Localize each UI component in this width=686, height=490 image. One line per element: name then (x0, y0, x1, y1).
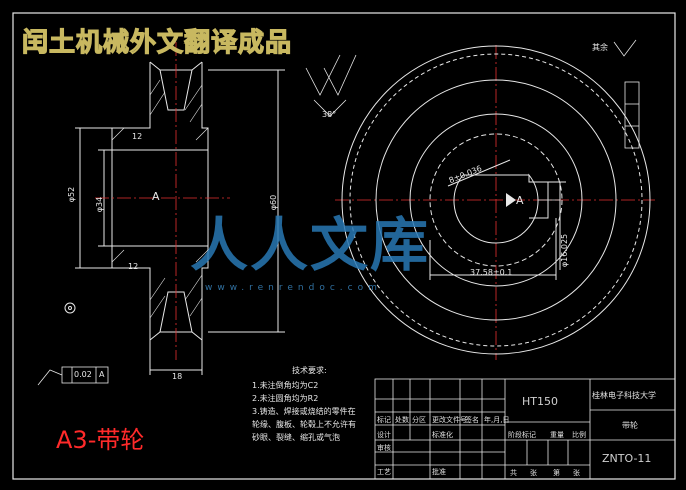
note-item-1: 1.未注倒角均为C2 (252, 381, 319, 390)
dim-d34: φ34 (95, 196, 105, 213)
title-block-grid (374, 378, 676, 480)
row-label-zone: 分区 (412, 416, 426, 424)
material: HT150 (522, 395, 558, 408)
drawing-number: ZNTO-11 (602, 452, 652, 465)
row-label-mark: 标记 (377, 416, 391, 424)
note-item-3: 3.铸造、焊接或烧结的零件在轮缘、腹板、轮毂上不允许有砂眼、裂缝、缩孔或气泡 (252, 407, 356, 442)
weight-label: 重量 (550, 431, 564, 439)
dim-d52: φ52 (67, 186, 77, 203)
center-lines (95, 42, 655, 360)
dim-angle: 38° (322, 110, 337, 119)
roughness-symbols (305, 39, 640, 149)
role-craft: 工艺 (377, 468, 391, 476)
role-approve: 批准 (432, 468, 446, 476)
dim-12-bottom: 12 (128, 262, 139, 271)
sheet-total-unit: 张 (530, 469, 537, 477)
dim-12-top: 12 (132, 132, 143, 141)
row-label-date: 年,月,日 (484, 416, 510, 424)
sheet-total-label: 共 (510, 469, 517, 477)
hatching (111, 79, 209, 319)
role-standard: 标准化 (432, 431, 453, 439)
tolerance-value: 0.02 (74, 370, 92, 379)
drawing-label: A3-带轮 (56, 426, 145, 454)
note-item-2: 2.未注圆角均为R2 (252, 394, 319, 403)
technical-notes: 技术要求: 1.未注倒角均为C2 2.未注圆角均为R2 3.铸造、焊接或烧结的零… (252, 364, 362, 444)
sheet-no-unit: 张 (573, 469, 580, 477)
outer-frame (12, 12, 676, 480)
dim-d16: φ16.025 (560, 233, 570, 268)
dim-3758: 37.58±0.1 (470, 268, 513, 277)
dim-18: 18 (172, 372, 183, 381)
datum-a-left: A (152, 190, 160, 203)
scale-label: 比例 (572, 431, 586, 439)
tolerance-frame (37, 366, 109, 386)
row-label-count: 处数 (395, 416, 409, 424)
row-label-sign: 签名 (465, 416, 479, 424)
role-design: 设计 (377, 431, 391, 439)
roughness-other-label: 其余 (592, 43, 608, 52)
stage-mark-label: 阶段标记 (508, 431, 536, 439)
sheet-no-label: 第 (553, 469, 560, 477)
tolerance-datum: A (99, 370, 105, 379)
school-name: 桂林电子科技大学 (592, 391, 656, 400)
banner-title: 闰土机械外文翻译成品 (21, 27, 293, 58)
datum-a-right: A (516, 194, 524, 207)
part-name: 带轮 (622, 421, 638, 430)
section-view (64, 61, 285, 375)
row-label-change: 更改文件号 (432, 416, 467, 424)
role-check: 审核 (377, 444, 391, 452)
notes-heading: 技术要求: (292, 366, 327, 375)
front-view (341, 45, 651, 355)
watermark-url: www.renrendoc.com (205, 283, 382, 293)
watermark-brand: 人人文库 (190, 211, 431, 279)
